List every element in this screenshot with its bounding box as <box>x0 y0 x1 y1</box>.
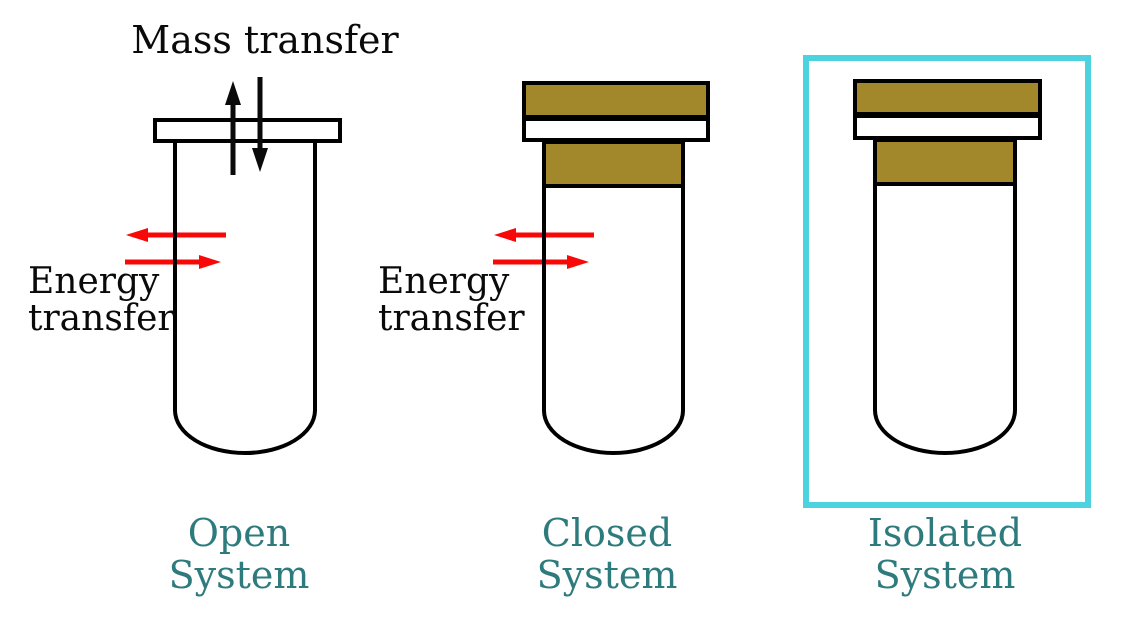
stopper-cap-top <box>522 81 710 119</box>
isolated-system-caption: Isolated System <box>845 512 1045 596</box>
caption-line1: Closed <box>541 511 673 555</box>
caption-line2: System <box>874 553 1016 597</box>
caption-line2: System <box>536 553 678 597</box>
energy-arrow-right-head <box>199 255 221 269</box>
caption-line1: Isolated <box>867 511 1023 555</box>
stopper-cap-top <box>853 79 1042 116</box>
energy-transfer-label: Energy transfer <box>378 263 558 337</box>
mass-arrow-up-head <box>225 81 241 105</box>
mass-transfer-arrows <box>225 77 268 175</box>
insulation-border <box>803 55 1091 508</box>
caption-line2: System <box>168 553 310 597</box>
test-tube-body <box>873 138 1017 455</box>
energy-transfer-label-line1: Energy <box>378 261 510 302</box>
energy-transfer-label: Energy transfer <box>28 263 208 337</box>
energy-transfer-label-line1: Energy <box>28 261 160 302</box>
mass-transfer-label: Mass transfer <box>131 18 399 62</box>
test-tube-rim <box>853 114 1042 140</box>
open-system-caption: Open System <box>139 512 339 596</box>
energy-transfer-arrows <box>493 228 594 269</box>
caption-line1: Open <box>187 511 291 555</box>
stopper-plug <box>873 138 1017 186</box>
energy-transfer-arrows <box>125 228 226 269</box>
test-tube-rim <box>522 117 710 142</box>
test-tube-body <box>173 140 317 455</box>
energy-arrow-left-head <box>494 228 516 242</box>
energy-arrow-left-head <box>126 228 148 242</box>
mass-arrow-down-head <box>252 148 268 172</box>
energy-transfer-label-line2: transfer <box>378 298 525 339</box>
test-tube-body <box>542 140 685 455</box>
energy-transfer-label-line2: transfer <box>28 298 175 339</box>
energy-arrow-right-head <box>567 255 589 269</box>
closed-system-caption: Closed System <box>507 512 707 596</box>
test-tube-rim <box>153 118 342 143</box>
stopper-plug <box>542 140 685 188</box>
